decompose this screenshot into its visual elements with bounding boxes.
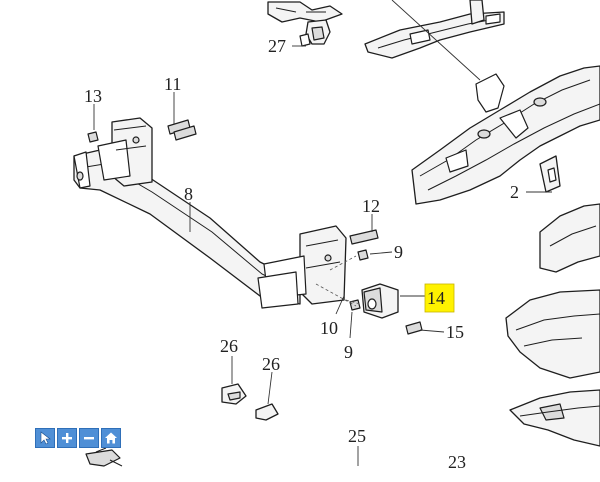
leader-lines <box>93 0 552 466</box>
callout-13: 13 <box>84 86 102 106</box>
callout-15: 15 <box>446 322 464 342</box>
plus-icon <box>62 433 72 443</box>
callout-12: 12 <box>362 196 380 216</box>
callout-14-highlight <box>424 283 455 313</box>
callout-26-left: 26 <box>220 336 238 356</box>
side-member-structure <box>411 65 600 205</box>
callout-27: 27 <box>268 36 286 56</box>
callout-11: 11 <box>164 74 181 94</box>
callout-23: 23 <box>448 452 466 472</box>
minus-icon <box>84 437 94 440</box>
small-clips <box>85 383 279 467</box>
callout-26-right: 26 <box>262 354 280 374</box>
home-icon <box>105 432 117 444</box>
bumper-beam-assembly <box>73 117 347 309</box>
callout-9-lower: 9 <box>344 342 353 362</box>
upper-frame-rail <box>364 0 505 59</box>
callout-labels: 27 13 11 8 2 12 9 14 10 9 15 26 26 25 23 <box>84 36 519 472</box>
callout-8: 8 <box>184 184 193 204</box>
fasteners <box>87 119 423 335</box>
callout-9-upper: 9 <box>394 242 403 262</box>
top-bracket-assembly <box>267 1 343 47</box>
callout-2: 2 <box>510 182 519 202</box>
zoom-out-button[interactable] <box>79 428 99 448</box>
part-14-bracket <box>361 283 399 319</box>
home-button[interactable] <box>101 428 121 448</box>
viewer-toolbar <box>35 428 121 448</box>
zoom-in-button[interactable] <box>57 428 77 448</box>
callout-25: 25 <box>348 426 366 446</box>
callout-10: 10 <box>320 318 338 338</box>
select-button[interactable] <box>35 428 55 448</box>
cursor-icon <box>40 431 51 445</box>
right-lower-panels <box>505 203 600 447</box>
callout-14: 14 <box>427 288 445 308</box>
